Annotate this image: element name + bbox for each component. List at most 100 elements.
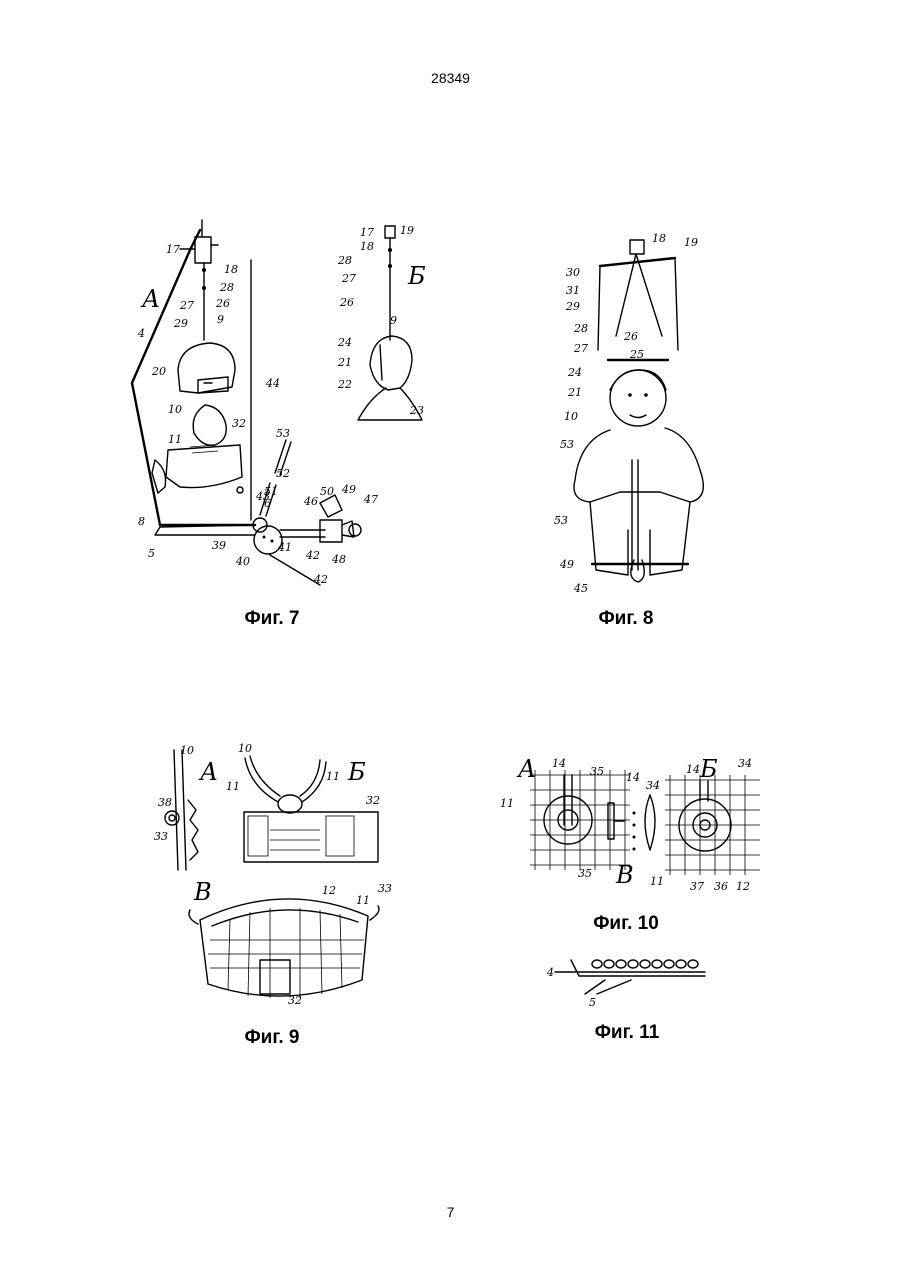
svg-text:44: 44: [265, 377, 280, 390]
svg-text:9: 9: [217, 313, 224, 326]
svg-text:11: 11: [326, 770, 340, 783]
svg-text:22: 22: [337, 378, 352, 391]
figure-8-caption: Фиг. 8: [576, 608, 676, 630]
svg-text:52: 52: [276, 467, 290, 480]
svg-text:31: 31: [566, 284, 580, 297]
svg-text:11: 11: [226, 780, 240, 793]
svg-text:28: 28: [219, 281, 234, 294]
svg-text:53: 53: [276, 427, 290, 440]
svg-text:11: 11: [356, 894, 370, 907]
svg-text:34: 34: [646, 779, 660, 792]
svg-text:53: 53: [554, 514, 568, 527]
svg-text:24: 24: [567, 366, 582, 379]
figure-8-drawing: 18 19 30 31 29 28 27 26 25 24 21 10 53 5…: [550, 230, 720, 600]
svg-text:27: 27: [573, 342, 588, 355]
svg-text:Б: Б: [347, 758, 366, 786]
svg-text:17: 17: [360, 226, 374, 239]
svg-text:50: 50: [320, 485, 334, 498]
svg-text:43: 43: [255, 490, 270, 503]
svg-text:28: 28: [337, 254, 352, 267]
figure-7-caption: Фиг. 7: [222, 608, 322, 630]
figure-10-caption: Фиг. 10: [573, 913, 679, 935]
svg-text:35: 35: [590, 765, 604, 778]
svg-text:27: 27: [179, 299, 194, 312]
svg-text:А: А: [516, 755, 536, 783]
svg-text:21: 21: [567, 386, 582, 399]
svg-text:10: 10: [168, 403, 182, 416]
svg-text:34: 34: [738, 757, 752, 770]
svg-text:24: 24: [337, 336, 352, 349]
svg-text:49: 49: [341, 483, 356, 496]
svg-text:5: 5: [589, 996, 596, 1009]
svg-text:12: 12: [736, 880, 750, 893]
svg-text:Б: Б: [699, 755, 718, 783]
svg-text:30: 30: [566, 266, 580, 279]
svg-text:42: 42: [305, 549, 320, 562]
svg-text:26: 26: [339, 296, 354, 309]
svg-text:4: 4: [546, 966, 554, 979]
svg-text:33: 33: [154, 830, 168, 843]
svg-text:5: 5: [148, 547, 155, 560]
svg-text:А: А: [140, 285, 160, 313]
svg-text:32: 32: [366, 794, 380, 807]
svg-text:48: 48: [331, 553, 346, 566]
svg-text:19: 19: [684, 236, 698, 249]
svg-text:39: 39: [212, 539, 226, 552]
svg-text:10: 10: [564, 410, 578, 423]
svg-text:38: 38: [158, 796, 172, 809]
svg-text:36: 36: [714, 880, 728, 893]
svg-text:28: 28: [573, 322, 588, 335]
svg-text:27: 27: [341, 272, 356, 285]
svg-text:20: 20: [151, 365, 166, 378]
svg-text:40: 40: [235, 555, 250, 568]
svg-text:45: 45: [573, 582, 588, 595]
svg-text:А: А: [198, 758, 218, 786]
figure-9-caption: Фиг. 9: [222, 1027, 322, 1049]
svg-text:29: 29: [565, 300, 580, 313]
svg-text:10: 10: [180, 744, 194, 757]
svg-text:18: 18: [224, 263, 238, 276]
svg-text:32: 32: [288, 994, 302, 1007]
figure-7-view-b-drawing: Б 17 19 18 28 27 26 9 24 21 22 23: [330, 220, 440, 440]
svg-text:10: 10: [238, 742, 252, 755]
svg-text:21: 21: [337, 356, 352, 369]
svg-text:49: 49: [559, 558, 574, 571]
svg-text:37: 37: [690, 880, 704, 893]
svg-text:25: 25: [629, 348, 644, 361]
svg-text:14: 14: [552, 757, 566, 770]
svg-text:32: 32: [232, 417, 246, 430]
svg-text:26: 26: [215, 297, 230, 310]
svg-text:19: 19: [400, 224, 414, 237]
svg-text:9: 9: [390, 314, 397, 327]
svg-text:8: 8: [138, 515, 145, 528]
svg-text:11: 11: [650, 875, 664, 888]
svg-text:46: 46: [303, 495, 318, 508]
svg-text:41: 41: [277, 541, 292, 554]
svg-text:53: 53: [560, 438, 574, 451]
svg-text:23: 23: [409, 404, 424, 417]
svg-text:17: 17: [166, 243, 180, 256]
svg-text:42: 42: [313, 573, 328, 586]
page-number: 7: [0, 1204, 901, 1220]
svg-text:14: 14: [686, 763, 700, 776]
svg-text:47: 47: [363, 493, 378, 506]
svg-text:Б: Б: [407, 262, 426, 290]
svg-text:4: 4: [137, 327, 145, 340]
svg-text:33: 33: [378, 882, 392, 895]
svg-text:35: 35: [578, 867, 592, 880]
svg-text:В: В: [615, 861, 634, 889]
svg-text:18: 18: [360, 240, 374, 253]
svg-text:29: 29: [173, 317, 188, 330]
svg-text:В: В: [193, 878, 212, 906]
svg-text:14: 14: [626, 771, 640, 784]
figure-9-drawing: А 10 38 33 Б 10 11 11 32 В 12 11 33 32: [150, 740, 390, 1010]
svg-text:18: 18: [652, 232, 666, 245]
svg-text:11: 11: [500, 797, 514, 810]
svg-text:26: 26: [623, 330, 638, 343]
svg-text:12: 12: [322, 884, 336, 897]
svg-text:11: 11: [168, 433, 182, 446]
figure-11-caption: Фиг. 11: [574, 1022, 680, 1044]
figure-11-drawing: 4 5: [545, 950, 715, 1010]
figure-10-drawing: А Б В 11 14 35 14 34 14 34 35 11 37 36 1…: [500, 745, 770, 900]
document-number: 28349: [0, 70, 901, 86]
